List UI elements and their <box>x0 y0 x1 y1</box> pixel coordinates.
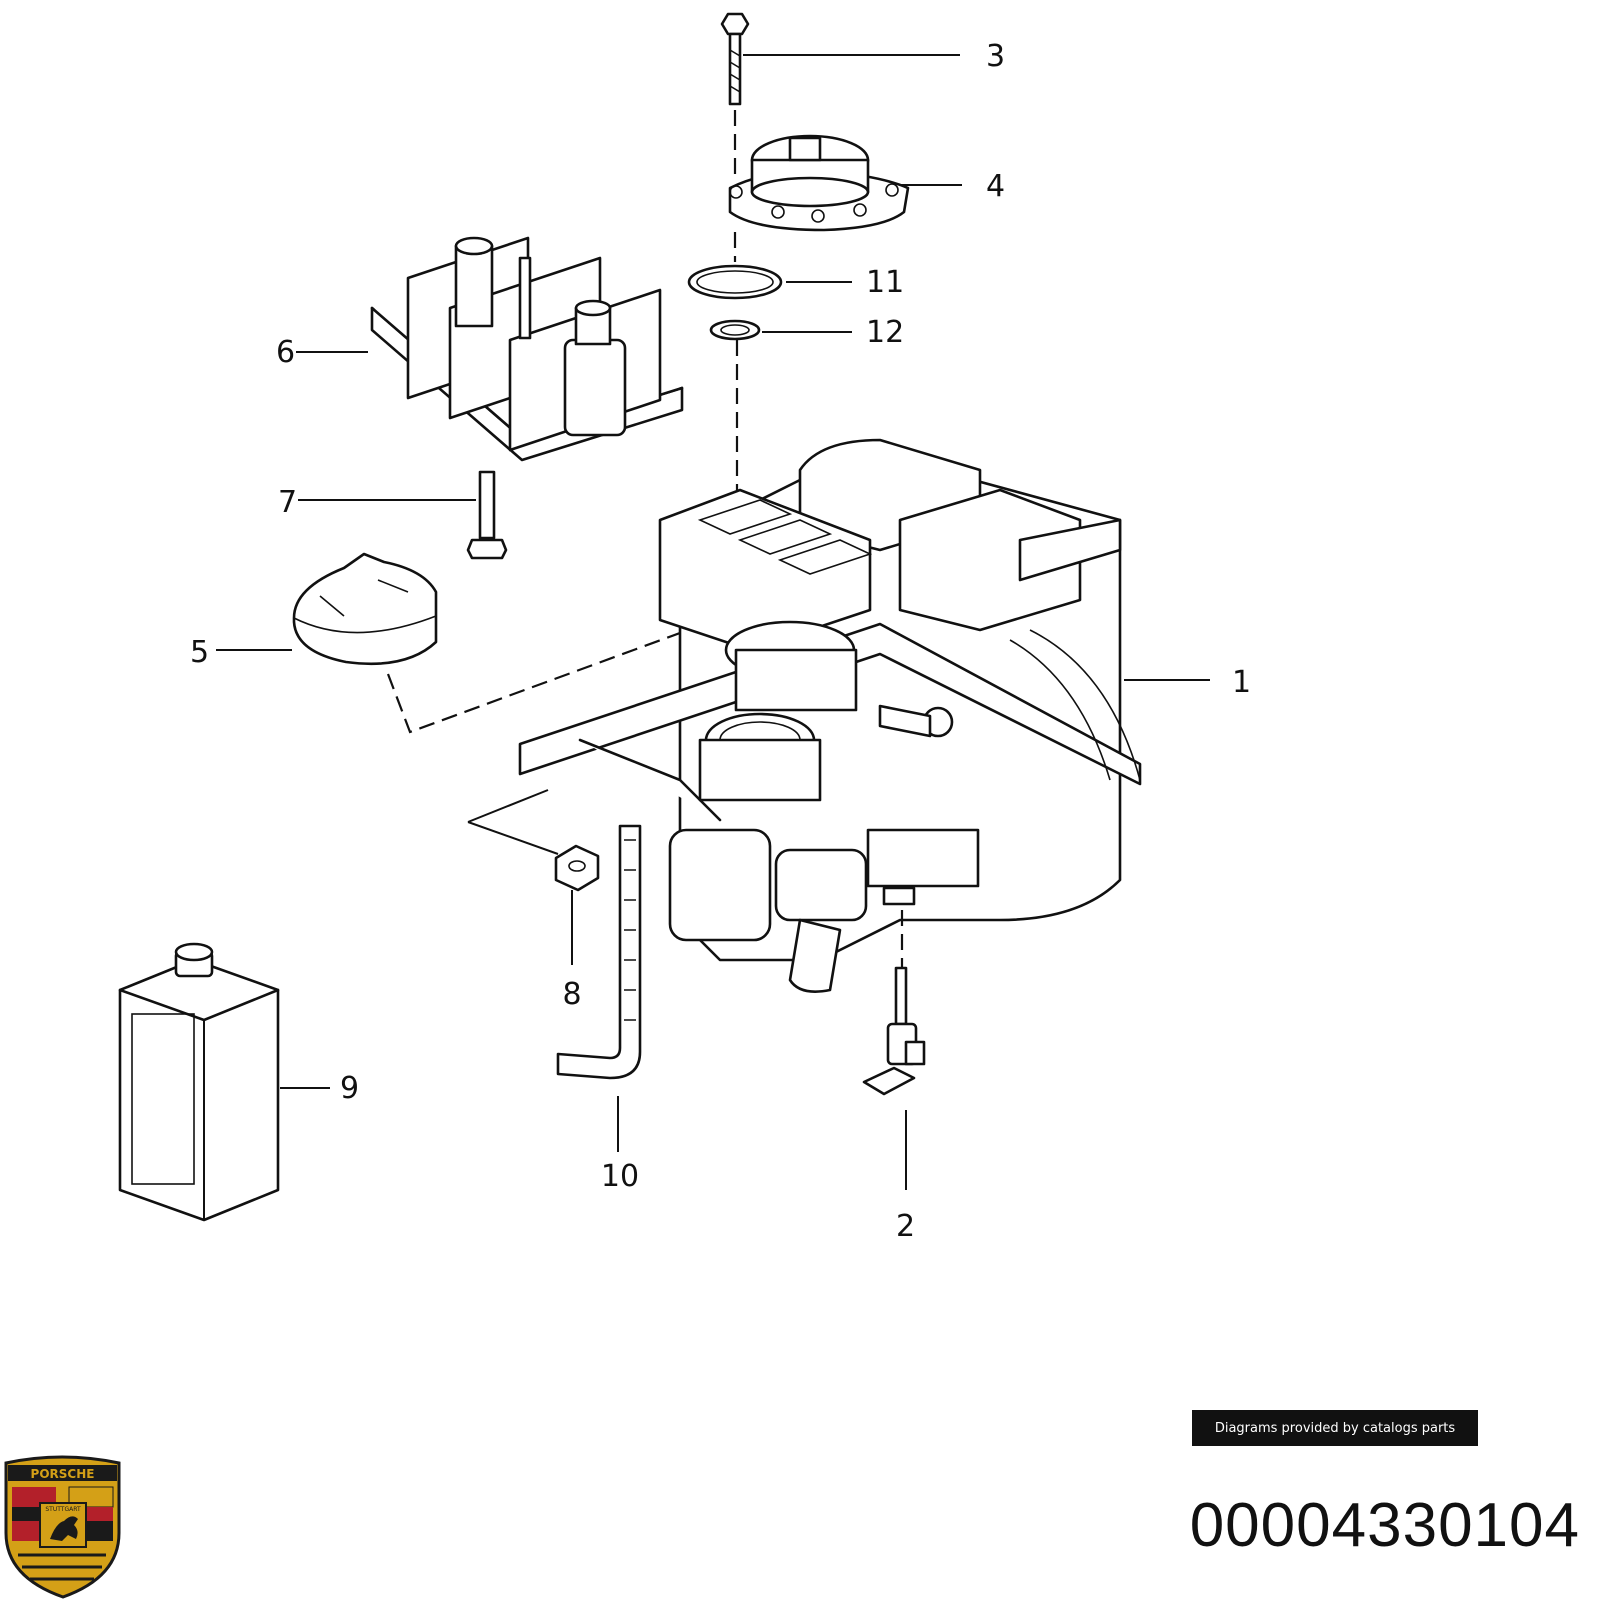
part-sensor <box>862 966 926 1096</box>
callout-12: 12 <box>866 315 904 350</box>
callout-9: 9 <box>340 1071 359 1106</box>
callout-10: 10 <box>601 1159 639 1194</box>
part-seal <box>709 319 761 341</box>
callout-7: 7 <box>278 485 297 520</box>
callout-4: 4 <box>986 169 1005 204</box>
callout-6: 6 <box>276 335 295 370</box>
logo-city: STUTTGART <box>45 1506 81 1513</box>
callout-8: 8 <box>562 977 581 1012</box>
credit-text: Diagrams provided by catalogs parts <box>1214 1420 1456 1436</box>
porsche-crest-icon: PORSCHE STUTTGART <box>4 1455 121 1599</box>
part-o-ring <box>687 264 783 300</box>
callout-2: 2 <box>896 1209 915 1244</box>
part-nut <box>554 844 600 892</box>
part-bolt <box>466 470 508 560</box>
part-holder <box>370 236 684 462</box>
part-tank <box>518 438 1142 993</box>
callout-11: 11 <box>866 265 904 300</box>
part-cap <box>292 552 438 666</box>
logo-wordmark: PORSCHE <box>31 1467 95 1481</box>
part-hose <box>556 824 642 1080</box>
part-cover-flange <box>728 134 910 232</box>
part-screw <box>720 12 750 106</box>
credit-banner: Diagrams provided by catalogs parts <box>1192 1410 1478 1446</box>
part-number: 00004330104 <box>1189 1491 1580 1560</box>
callout-5: 5 <box>190 635 209 670</box>
callout-3: 3 <box>986 39 1005 74</box>
part-oil-bottle <box>118 942 280 1222</box>
callout-1: 1 <box>1232 665 1251 700</box>
